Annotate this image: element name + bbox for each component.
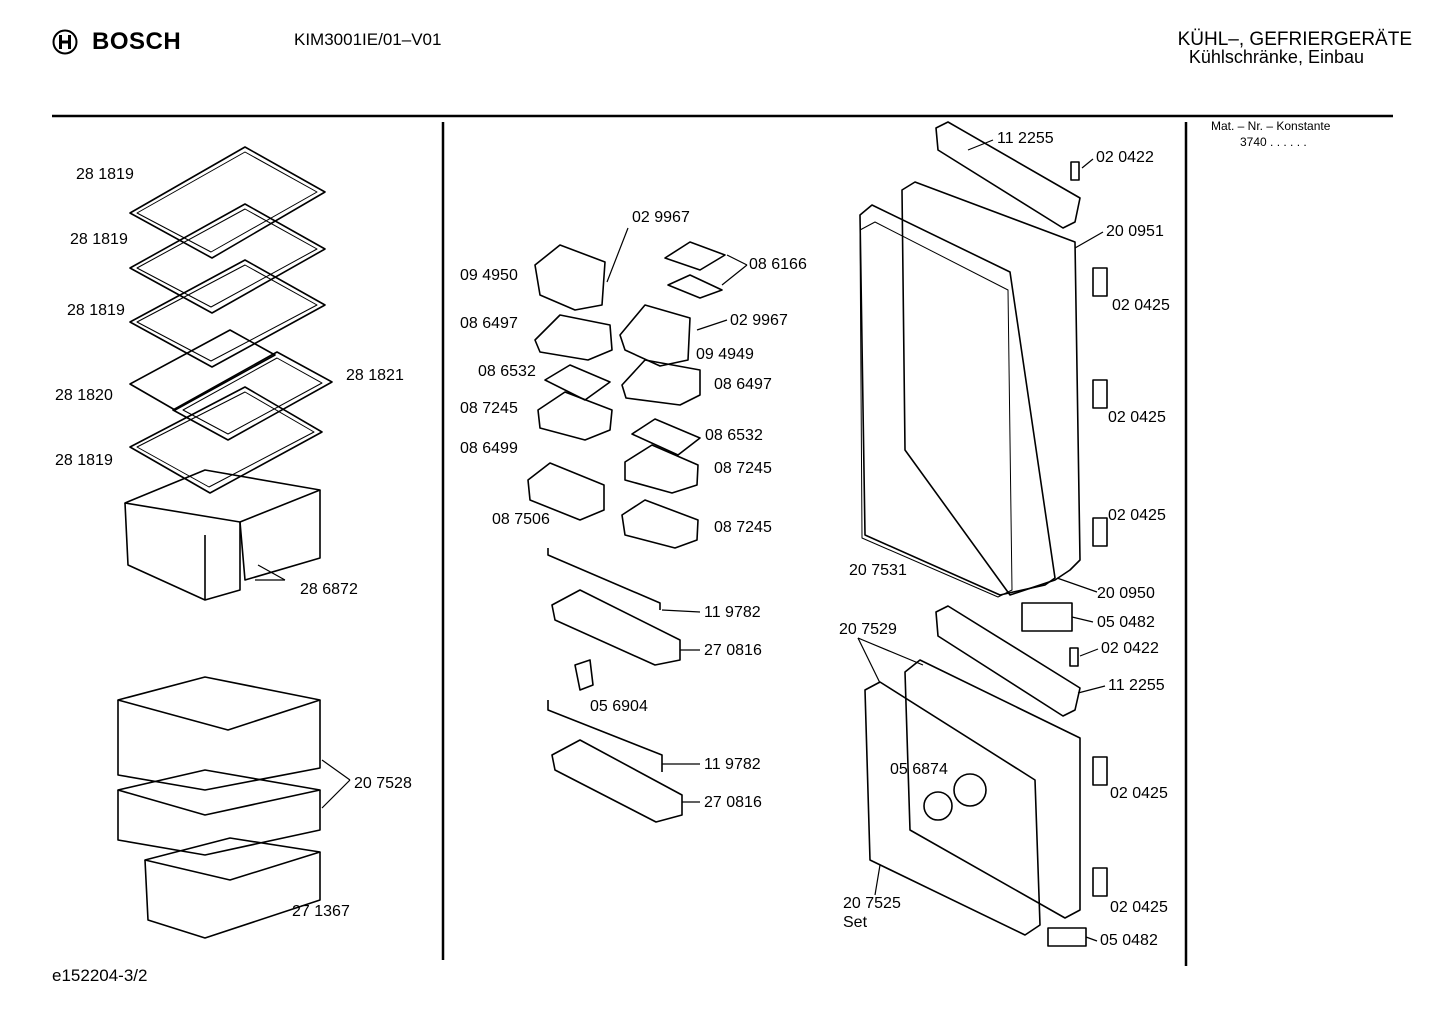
part-label: 20 7525 [843,895,901,912]
part-label: 02 0425 [1110,899,1168,916]
part-label: 02 9967 [730,312,788,329]
part-label: 20 7531 [849,562,907,579]
part-label: 02 0425 [1108,409,1166,426]
part-label: 11 9782 [704,604,761,621]
model-number: KIM3001IE/01–V01 [294,30,442,49]
part-label-set: Set [843,914,868,931]
door-hinge-bracket [935,121,1081,229]
part-label: 02 0422 [1096,149,1154,166]
part-label: 02 9967 [632,209,690,226]
door-shelf-upper [547,548,681,666]
glass-shelf [129,386,323,494]
part-label: 28 1821 [346,367,404,384]
part-label: 08 7245 [714,460,772,477]
butter-box [534,314,613,361]
small-tray-2 [621,499,699,549]
part-label: 05 6874 [890,761,948,778]
freezer-door-panel [904,659,1081,919]
part-label: 05 0482 [1100,932,1158,949]
part-label: 08 7245 [460,400,518,417]
brand-name: BOSCH [92,28,182,55]
egg-tray [544,364,611,401]
konstante-value: 3740 . . . . . . [1240,135,1307,149]
part-label: 28 1819 [76,166,134,183]
glass-shelf [129,203,326,314]
part-label: 05 6904 [590,698,648,715]
butter-box-2 [621,359,701,406]
part-label: 02 0425 [1112,297,1170,314]
part-label: 05 0482 [1097,614,1155,631]
part-label: 08 6499 [460,440,518,457]
part-label: 08 6497 [714,376,772,393]
bosch-armature-icon [52,29,78,55]
part-label: 28 1820 [55,387,113,404]
diagram-code: e152204-3/2 [52,966,148,985]
hinge-cover-2 [1047,927,1087,947]
leader-lines [255,139,1106,942]
hinge-cover [1021,602,1073,632]
butter-box-lid [534,244,606,311]
small-tray [527,462,605,521]
vegetable-bin-pair [124,469,321,601]
part-label: 02 0422 [1101,640,1159,657]
part-label: 08 6166 [749,256,807,273]
part-label: 09 4949 [696,346,754,363]
butter-box-lid-2 [619,304,691,367]
screws [1069,161,1080,667]
part-label: 08 7245 [714,519,772,536]
part-label: 20 7528 [354,775,412,792]
thermostat-knob [923,773,987,821]
egg-holder [537,391,613,441]
part-label: 11 9782 [704,756,761,773]
part-label: 27 1367 [292,903,350,920]
door-gasket [859,221,1013,598]
part-label: 20 0951 [1106,223,1164,240]
part-label: 28 6872 [300,581,358,598]
part-label: 28 1819 [55,452,113,469]
part-label: 28 1819 [70,231,128,248]
egg-holder-2 [624,444,699,494]
part-label: 02 0425 [1110,785,1168,802]
inner-door-panel [859,204,1056,596]
glass-shelf [129,259,326,368]
category-subtitle: Kühlschränke, Einbau [1188,47,1364,67]
door-shelf-lower [547,700,683,823]
small-box [664,241,726,299]
part-label: 08 7506 [492,511,550,528]
freezer-drawers [117,676,321,939]
part-label: 27 0816 [704,794,762,811]
part-label: 08 6532 [478,363,536,380]
part-label: 11 2255 [997,130,1054,147]
part-label: 27 0816 [704,642,762,659]
category-title: KÜHL–, GEFRIERGERÄTE [1177,29,1412,50]
door-frame-outer [901,181,1081,596]
part-label: 28 1819 [67,302,125,319]
clip [574,659,594,691]
part-label: 09 4950 [460,267,518,284]
part-label: 20 0950 [1097,585,1155,602]
bosch-logo: BOSCH [52,28,181,56]
glass-shelf [129,146,326,259]
egg-tray-2 [631,418,701,456]
door-hinges [1092,267,1108,897]
part-label: 08 6497 [460,315,518,332]
part-label: 20 7529 [839,621,897,638]
part-label: 08 6532 [705,427,763,444]
freezer-door-bracket [935,605,1081,717]
glass-shelf-split [129,329,333,441]
part-label: 02 0425 [1108,507,1166,524]
mat-nr-label: Mat. – Nr. – Konstante [1211,119,1331,133]
part-label: 11 2255 [1108,677,1165,694]
